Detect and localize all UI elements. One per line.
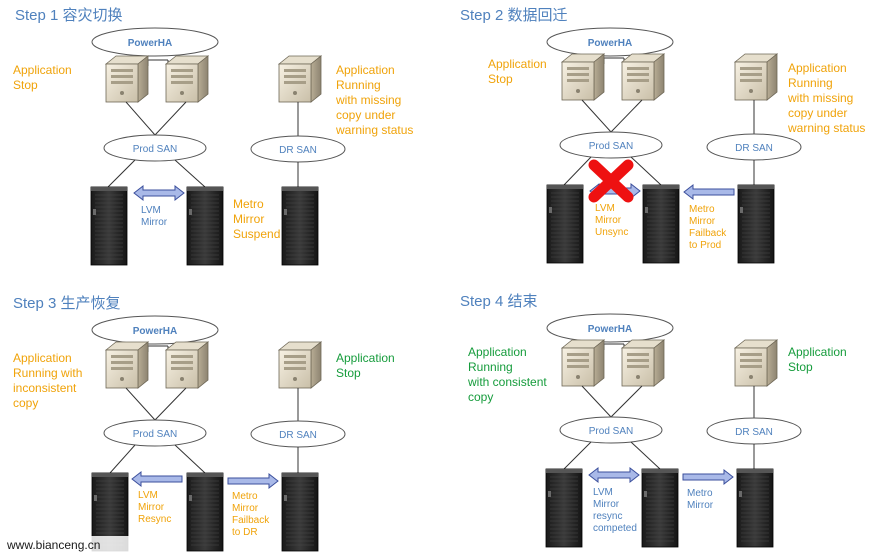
step3-panel: Step 3 生产恢复 PowerHA Prod SAN DR SAN LVM … bbox=[13, 294, 398, 552]
powerha-oval bbox=[91, 315, 219, 345]
left-status-label: Application Running with inconsistent co… bbox=[13, 351, 86, 410]
storage-rack-icon bbox=[736, 468, 774, 548]
prod-san-label: Prod SAN bbox=[589, 141, 633, 152]
left-arrow-icon bbox=[683, 184, 735, 200]
right-arrow-icon bbox=[227, 473, 279, 489]
storage-rack-icon bbox=[281, 186, 319, 266]
storage-rack-icon bbox=[737, 184, 775, 264]
storage-rack-icon bbox=[545, 468, 583, 548]
server-icon bbox=[165, 55, 209, 103]
powerha-label: PowerHA bbox=[588, 324, 632, 335]
metro-mirror-label: Metro Mirror Failback to DR bbox=[232, 491, 272, 538]
red-x-icon bbox=[588, 159, 634, 203]
metro-mirror-label: Metro Mirror Suspend bbox=[233, 197, 280, 241]
metro-mirror-label: Metro Mirror Failback to Prod bbox=[689, 204, 729, 251]
metro-mirror-label: Metro Mirror bbox=[687, 488, 715, 511]
server-icon bbox=[165, 341, 209, 389]
powerha-label: PowerHA bbox=[128, 38, 172, 49]
dr-san-label: DR SAN bbox=[279, 145, 317, 156]
step4-panel: Step 4 结束 PowerHA Prod SAN DR SAN LVM Mi… bbox=[460, 293, 850, 548]
storage-rack-icon bbox=[186, 472, 224, 552]
server-icon bbox=[621, 53, 665, 101]
prod-san-oval bbox=[559, 131, 663, 159]
storage-rack-icon bbox=[546, 184, 584, 264]
server-icon bbox=[278, 341, 322, 389]
right-arrow-icon bbox=[682, 469, 734, 485]
double-arrow-icon bbox=[588, 467, 640, 483]
lvm-mirror-label: LVM Mirror Unsync bbox=[595, 203, 628, 238]
server-icon bbox=[105, 55, 149, 103]
prod-san-label: Prod SAN bbox=[589, 426, 633, 437]
storage-rack-icon bbox=[642, 184, 680, 264]
storage-rack-icon bbox=[641, 468, 679, 548]
watermark-text: www.bianceng.cn bbox=[7, 538, 101, 552]
prod-san-label: Prod SAN bbox=[133, 144, 177, 155]
right-status-label: Application Stop bbox=[788, 345, 850, 374]
left-status-label: Application Running with consistent copy bbox=[467, 345, 550, 404]
right-status-label: Application Running with missing copy un… bbox=[335, 63, 413, 137]
server-icon bbox=[561, 53, 605, 101]
server-icon bbox=[105, 341, 149, 389]
server-icon bbox=[561, 339, 605, 387]
watermark: www.bianceng.cn bbox=[4, 536, 134, 556]
right-status-label: Application Stop bbox=[336, 351, 398, 380]
prod-san-oval bbox=[103, 134, 207, 162]
storage-rack-icon bbox=[90, 186, 128, 266]
step4-title: Step 4 结束 bbox=[460, 293, 538, 310]
left-status-label: Application Stop bbox=[488, 57, 550, 86]
lvm-mirror-label: LVM Mirror resync competed bbox=[593, 487, 637, 534]
step2-title: Step 2 数据回迁 bbox=[460, 7, 568, 24]
powerha-oval bbox=[91, 27, 219, 57]
prod-san-label: Prod SAN bbox=[133, 429, 177, 440]
dr-san-label: DR SAN bbox=[279, 430, 317, 441]
step1-title: Step 1 容灾切换 bbox=[15, 7, 123, 24]
double-arrow-icon bbox=[133, 185, 185, 201]
server-icon bbox=[734, 53, 778, 101]
dr-san-label: DR SAN bbox=[735, 427, 773, 438]
prod-san-oval bbox=[103, 419, 207, 447]
step3-title: Step 3 生产恢复 bbox=[13, 294, 121, 312]
powerha-oval bbox=[546, 27, 674, 57]
step1-panel: Step 1 容灾切换 PowerHA Prod SAN DR SAN LVM … bbox=[13, 7, 413, 266]
lvm-mirror-label: LVM Mirror Resync bbox=[138, 490, 171, 525]
storage-rack-icon bbox=[186, 186, 224, 266]
server-icon bbox=[734, 339, 778, 387]
left-arrow-icon bbox=[131, 471, 183, 487]
powerha-oval bbox=[546, 313, 674, 343]
server-icon bbox=[621, 339, 665, 387]
step2-panel: Step 2 数据回迁 PowerHA Prod SAN DR SAN LVM … bbox=[460, 7, 865, 264]
lvm-mirror-label: LVM Mirror bbox=[141, 205, 168, 228]
server-icon bbox=[278, 55, 322, 103]
powerha-label: PowerHA bbox=[133, 326, 177, 337]
storage-rack-icon bbox=[281, 472, 319, 552]
left-status-label: Application Stop bbox=[13, 63, 75, 92]
dr-san-label: DR SAN bbox=[735, 143, 773, 154]
right-status-label: Application Running with missing copy un… bbox=[787, 61, 865, 135]
prod-san-oval bbox=[559, 416, 663, 444]
powerha-label: PowerHA bbox=[588, 38, 632, 49]
